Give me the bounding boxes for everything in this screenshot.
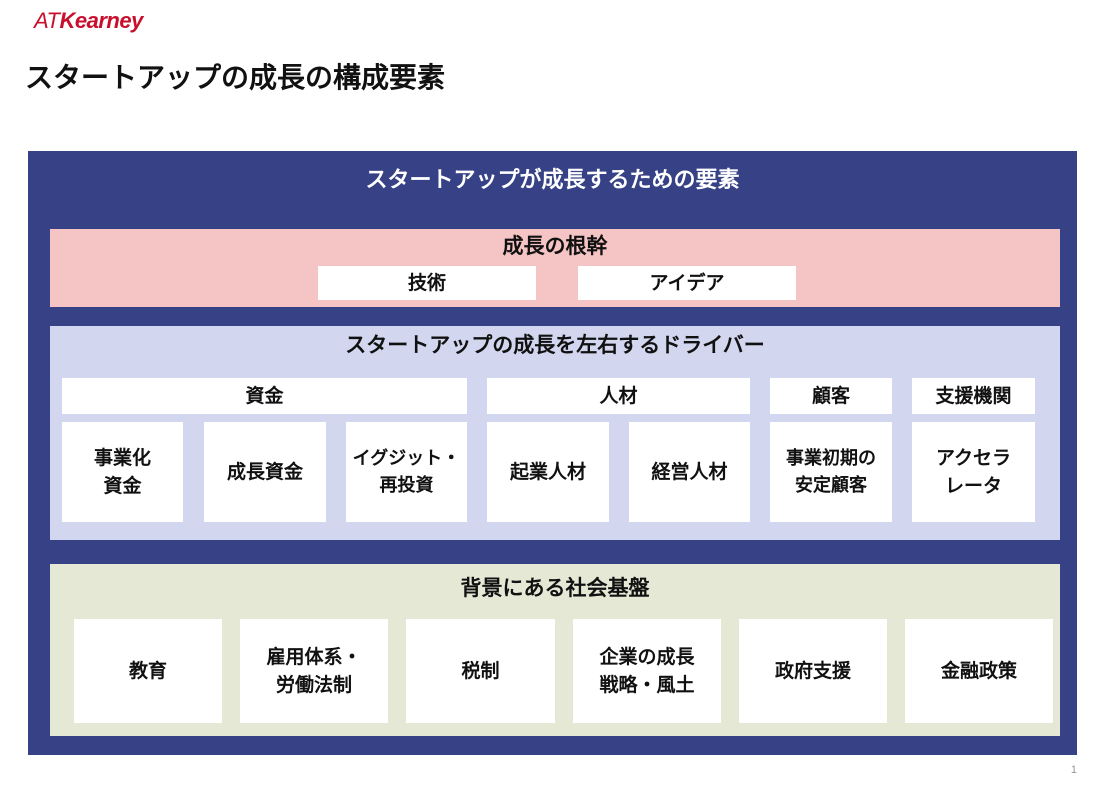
- infra-item-employment-labor-law: 雇用体系・ 労働法制: [240, 619, 388, 723]
- driver-group-talent: 人材: [487, 378, 750, 414]
- social-infrastructure-title: 背景にある社会基盤: [460, 576, 650, 600]
- growth-drivers-title: スタートアップの成長を左右するドライバー: [345, 333, 765, 357]
- logo-text-at: AT: [34, 8, 60, 33]
- page-number: 1: [1070, 764, 1077, 776]
- infra-item-tax-system: 税制: [406, 619, 555, 723]
- logo-text-kearney: Kearney: [59, 8, 143, 33]
- driver-item-accelerator: アクセラ レータ: [912, 422, 1035, 522]
- root-item-idea: アイデア: [578, 266, 796, 300]
- driver-item-early-customers: 事業初期の 安定顧客: [770, 422, 892, 522]
- driver-item-growth-funding: 成長資金: [204, 422, 326, 522]
- infra-item-corporate-strategy-culture: 企業の成長 戦略・風土: [573, 619, 721, 723]
- driver-group-funding: 資金: [62, 378, 467, 414]
- elements-panel: スタートアップが成長するための要素 成長の根幹 技術 アイデア スタートアップの…: [28, 151, 1077, 755]
- driver-group-customers: 顧客: [770, 378, 892, 414]
- panel-title: スタートアップが成長するための要素: [365, 168, 740, 193]
- company-logo: ATKearney: [34, 6, 143, 36]
- social-infrastructure-band: 背景にある社会基盤 教育 雇用体系・ 労働法制 税制 企業の成長 戦略・風土 政…: [50, 564, 1060, 736]
- growth-drivers-band: スタートアップの成長を左右するドライバー 資金 人材 顧客 支援機関 事業化 資…: [50, 326, 1060, 540]
- growth-roots-title: 成長の根幹: [502, 234, 608, 258]
- infra-item-education: 教育: [74, 619, 222, 723]
- root-item-technology: 技術: [318, 266, 536, 300]
- growth-roots-band: 成長の根幹 技術 アイデア: [50, 229, 1060, 307]
- driver-item-commercialization-funding: 事業化 資金: [62, 422, 183, 522]
- driver-item-entrepreneurs: 起業人材: [487, 422, 609, 522]
- page-title: スタートアップの成長の構成要素: [25, 61, 446, 94]
- driver-item-exit-reinvestment: イグジット・ 再投資: [346, 422, 467, 522]
- infra-item-government-support: 政府支援: [739, 619, 887, 723]
- infra-item-monetary-policy: 金融政策: [905, 619, 1053, 723]
- driver-item-managers: 経営人材: [629, 422, 750, 522]
- driver-group-support: 支援機関: [912, 378, 1035, 414]
